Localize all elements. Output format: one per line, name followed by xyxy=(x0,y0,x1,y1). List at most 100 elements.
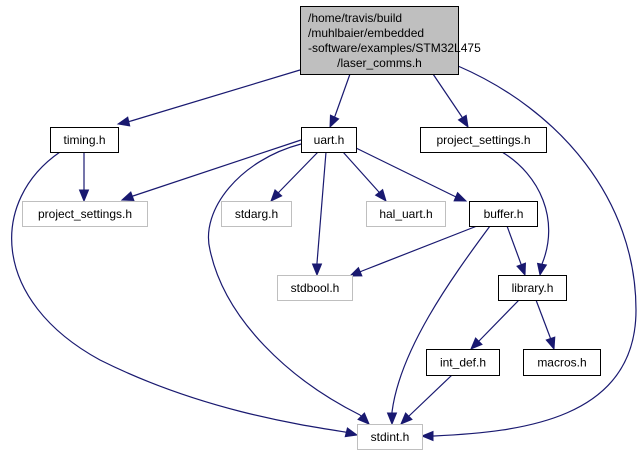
edge-line-end xyxy=(277,190,281,194)
node-label: timing.h xyxy=(63,133,105,147)
edge-line xyxy=(408,374,453,417)
edge-line-end xyxy=(359,270,363,273)
arrowhead-icon xyxy=(344,427,359,438)
arrowhead-icon xyxy=(120,191,135,201)
node-box xyxy=(357,424,423,450)
node-label: /laser_comms.h xyxy=(337,56,422,70)
node-ps-doc[interactable]: project_settings.h xyxy=(420,127,547,153)
edge-int_def-to-stdint xyxy=(400,374,453,425)
arrowhead-icon xyxy=(420,430,434,442)
edge-root-to-ps_doc xyxy=(432,73,469,129)
edge-buffer-to-library xyxy=(506,225,526,277)
node-label: macros.h xyxy=(537,356,586,370)
arrowhead-icon xyxy=(329,114,340,129)
edges-layer xyxy=(11,65,637,442)
node-stdarg: stdarg.h xyxy=(221,201,292,227)
edge-uart-to-hal_uart xyxy=(342,151,387,203)
node-box xyxy=(498,275,567,301)
node-timing[interactable]: timing.h xyxy=(50,127,119,153)
node-library[interactable]: library.h xyxy=(498,275,567,301)
node-label: /muhlbaier/embedded xyxy=(308,26,424,40)
node-box xyxy=(277,275,353,301)
node-hal-uart: hal_uart.h xyxy=(366,201,446,227)
node-label: library.h xyxy=(512,281,554,295)
edge-line xyxy=(207,143,361,416)
edge-timing-to-ps_ext xyxy=(78,152,90,203)
edge-buffer-to-stdbool xyxy=(348,225,478,277)
edge-library-to-macros xyxy=(535,299,556,351)
node-stdint: stdint.h xyxy=(357,424,423,450)
edge-line-end xyxy=(453,195,457,198)
node-box xyxy=(426,349,500,376)
edge-root-to-uart xyxy=(329,73,351,129)
node-box xyxy=(50,127,119,153)
edge-line xyxy=(11,151,346,433)
edge-timing-to-stdint xyxy=(11,151,359,438)
node-box xyxy=(420,127,547,153)
edge-uart-to-stdarg xyxy=(270,151,319,202)
node-ps-ext: project_settings.h xyxy=(22,201,148,227)
node-label: uart.h xyxy=(314,133,345,147)
node-label: project_settings.h xyxy=(436,133,530,147)
edge-line xyxy=(535,299,551,338)
arrowhead-icon xyxy=(536,262,548,277)
edge-line xyxy=(316,151,327,264)
edge-line-end xyxy=(128,120,132,123)
arrowhead-icon xyxy=(348,266,363,277)
edge-line xyxy=(478,299,520,342)
node-label: stdarg.h xyxy=(235,207,278,221)
edge-line xyxy=(433,65,637,437)
arrowhead-icon xyxy=(116,116,131,127)
node-buffer[interactable]: buffer.h xyxy=(469,201,538,227)
edge-line xyxy=(391,225,491,413)
node-int-def[interactable]: int_def.h xyxy=(426,349,500,376)
arrowhead-icon xyxy=(457,114,469,129)
edge-line-end xyxy=(359,414,362,417)
edge-uart-to-stdint xyxy=(207,143,370,425)
edge-line-end xyxy=(377,190,380,193)
node-label: int_def.h xyxy=(440,356,486,370)
node-label: /home/travis/build xyxy=(308,11,402,25)
edge-ps_doc-to-library xyxy=(501,151,550,277)
nodes-layer: /home/travis/build/muhlbaier/embedded-so… xyxy=(22,6,601,450)
edge-buffer-to-stdint xyxy=(386,225,491,426)
node-box xyxy=(22,201,148,227)
node-label: stdint.h xyxy=(371,430,410,444)
arrowhead-icon xyxy=(545,336,556,351)
node-box xyxy=(366,201,446,227)
arrowhead-icon xyxy=(386,412,398,426)
edge-line xyxy=(130,69,301,122)
edge-line xyxy=(355,147,455,197)
arrowhead-icon xyxy=(78,189,90,203)
arrowhead-icon xyxy=(516,262,526,277)
node-box xyxy=(300,6,459,75)
node-root[interactable]: /home/travis/build/muhlbaier/embedded-so… xyxy=(300,6,482,75)
edge-root-to-timing xyxy=(116,69,301,127)
node-label: stdbool.h xyxy=(291,281,340,295)
arrowhead-icon xyxy=(374,188,387,203)
edge-line xyxy=(132,139,302,197)
edge-uart-to-ps_ext xyxy=(120,139,302,201)
node-box xyxy=(469,201,538,227)
node-stdbool: stdbool.h xyxy=(277,275,353,301)
arrowhead-icon xyxy=(453,191,468,202)
edge-line xyxy=(501,151,550,265)
edge-line xyxy=(334,73,351,117)
node-label: buffer.h xyxy=(484,207,524,221)
edge-root-to-stdint xyxy=(420,65,637,442)
edge-line xyxy=(279,151,319,192)
node-label: -software/examples/STM32L475 xyxy=(308,41,481,55)
edge-line-end xyxy=(549,336,552,339)
node-uart[interactable]: uart.h xyxy=(301,127,357,153)
node-box xyxy=(523,349,601,376)
node-box xyxy=(301,127,357,153)
node-label: hal_uart.h xyxy=(379,207,432,221)
edge-line xyxy=(506,225,522,265)
edge-line xyxy=(342,151,379,192)
node-macros[interactable]: macros.h xyxy=(523,349,601,376)
arrowhead-icon xyxy=(311,263,323,277)
edge-uart-to-stdbool xyxy=(311,151,327,277)
edge-uart-to-buffer xyxy=(355,147,468,202)
node-label: project_settings.h xyxy=(38,207,132,221)
